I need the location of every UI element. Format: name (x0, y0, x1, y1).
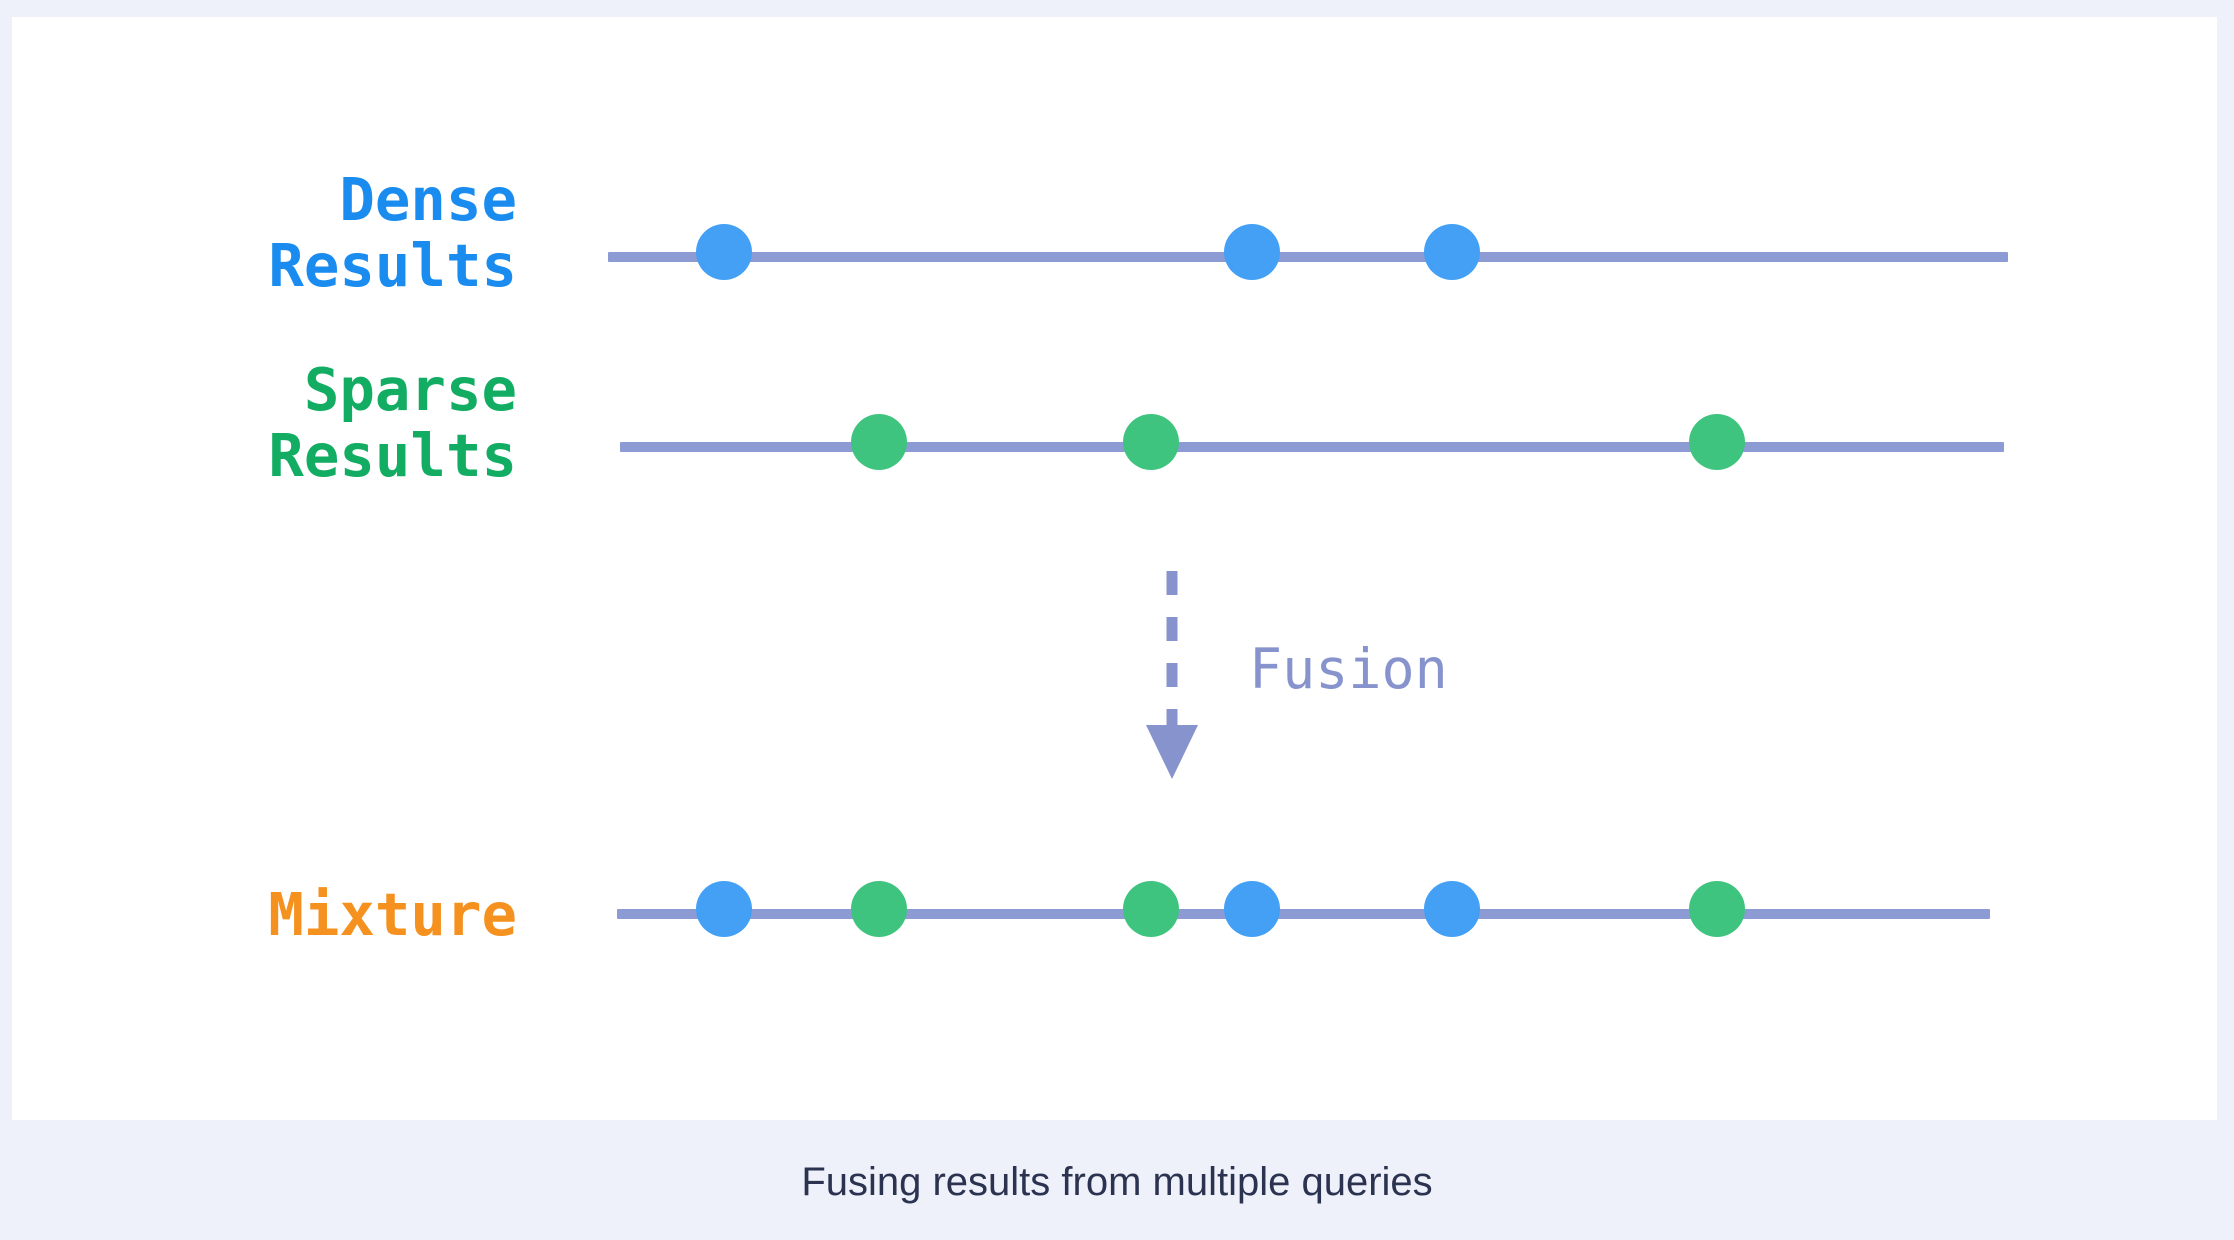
figure-caption: Fusing results from multiple queries (801, 1160, 1433, 1204)
track-dense (608, 252, 2008, 262)
fusion-label: Fusion (1249, 637, 1448, 701)
result-dot-sparse (1123, 414, 1179, 470)
row-label-sparse: Sparse Results (268, 355, 517, 491)
result-dot-sparse (1689, 414, 1745, 470)
result-dot-dense (696, 224, 752, 280)
track-sparse (620, 442, 2004, 452)
track-mixture (617, 909, 1990, 919)
fusion-arrow-icon (1142, 567, 1202, 787)
result-dot-sparse (851, 881, 907, 937)
row-label-mixture: Mixture (268, 880, 517, 949)
diagram-card: Dense Results Sparse Results Fusion Mixt… (12, 17, 2217, 1120)
result-dot-sparse (1123, 881, 1179, 937)
result-dot-sparse (851, 414, 907, 470)
result-dot-dense (1224, 881, 1280, 937)
result-dot-dense (696, 881, 752, 937)
row-label-dense: Dense Results (268, 165, 517, 301)
result-dot-dense (1424, 881, 1480, 937)
result-dot-sparse (1689, 881, 1745, 937)
result-dot-dense (1424, 224, 1480, 280)
result-dot-dense (1224, 224, 1280, 280)
